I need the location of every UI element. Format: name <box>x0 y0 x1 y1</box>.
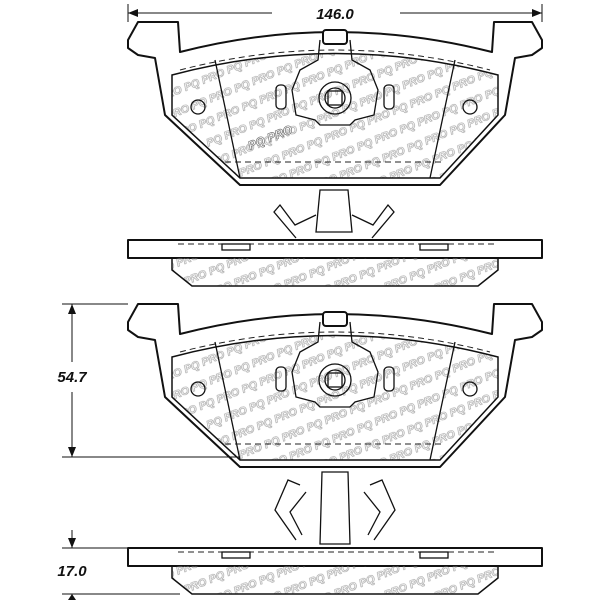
width-dimension: 146.0 <box>127 4 543 23</box>
height-label: 54.7 <box>57 369 87 386</box>
outer-pad-side-view <box>127 239 543 287</box>
inner-pad-face-view <box>127 303 543 468</box>
inner-pad-clip <box>274 471 396 545</box>
thickness-dimension: 17.0 <box>57 530 180 600</box>
thickness-label: 17.0 <box>57 563 87 580</box>
inner-pad-side-view <box>127 547 543 595</box>
outer-pad-face-view <box>127 21 543 186</box>
outer-pad-clip <box>273 189 395 239</box>
height-dimension: 54.7 <box>57 303 240 458</box>
width-label: 146.0 <box>316 6 354 23</box>
